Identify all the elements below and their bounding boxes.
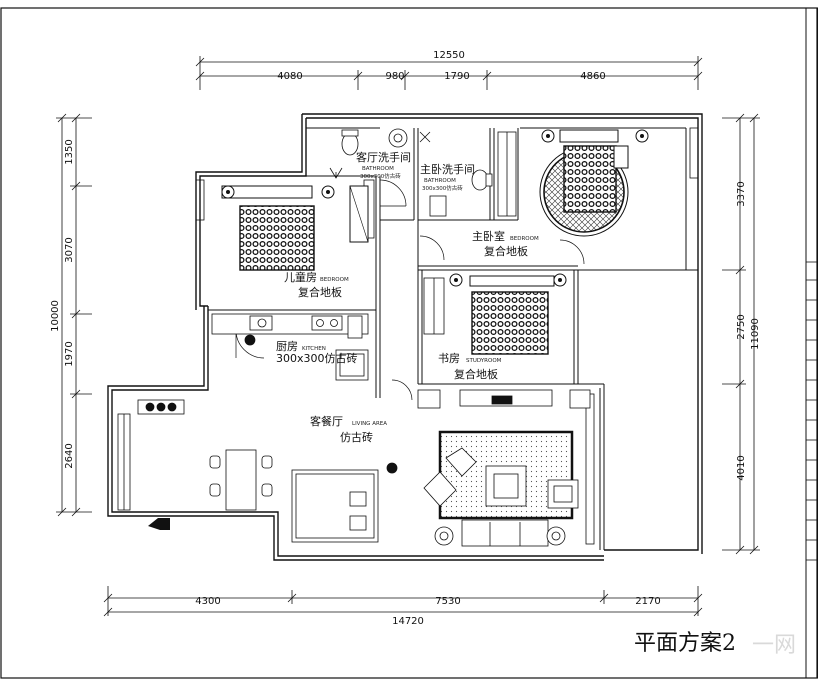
dim-top-1: 4080 bbox=[277, 71, 302, 82]
interior-walls bbox=[208, 127, 698, 550]
study-en: STUDYROOM bbox=[466, 358, 502, 364]
master-name: 主卧室 bbox=[472, 229, 505, 243]
guest-bath-name: 客厅洗手间 bbox=[356, 150, 411, 164]
right-dimensions bbox=[722, 113, 760, 555]
exterior-walls bbox=[107, 113, 703, 561]
dim-right-total: 11090 bbox=[750, 318, 761, 350]
child-name: 儿童房 bbox=[284, 270, 317, 284]
dim-left-4: 2640 bbox=[64, 443, 75, 468]
sheet-border bbox=[0, 7, 818, 679]
study-floor: 复合地板 bbox=[454, 367, 498, 381]
master-bath-name: 主卧洗手间 bbox=[420, 162, 475, 176]
dim-top-3: 1790 bbox=[444, 71, 469, 82]
dim-bottom-total: 14720 bbox=[392, 616, 424, 627]
title-block-edge bbox=[806, 261, 818, 561]
windows bbox=[117, 127, 699, 545]
kitchen-name: 厨房 bbox=[276, 340, 298, 353]
study-bed bbox=[449, 273, 567, 355]
guest-bath-floor: 300x300仿古砖 bbox=[360, 172, 401, 180]
dim-right-1: 3370 bbox=[736, 181, 747, 206]
dim-right-2: 2750 bbox=[736, 314, 747, 339]
master-bed bbox=[539, 129, 649, 237]
dim-top-total: 12550 bbox=[433, 50, 465, 61]
top-dimensions bbox=[195, 56, 703, 90]
dim-left-total: 10000 bbox=[50, 300, 61, 332]
entrance-arrow-icon bbox=[148, 518, 170, 530]
living-name: 客餐厅 bbox=[310, 414, 343, 428]
kitchen-fixtures bbox=[211, 313, 369, 381]
kitchen-en: KITCHEN bbox=[302, 346, 326, 352]
watermark: 一网 bbox=[752, 633, 796, 658]
child-en: BEDROOM bbox=[320, 277, 349, 283]
bath-fixtures bbox=[329, 128, 493, 217]
dim-bottom-1: 4300 bbox=[195, 596, 220, 607]
dim-left-3: 1970 bbox=[64, 341, 75, 366]
dim-left-2: 3070 bbox=[64, 237, 75, 262]
master-bath-floor: 300x300仿古砖 bbox=[422, 184, 463, 192]
dim-right-3: 4010 bbox=[736, 455, 747, 480]
master-floor: 复合地板 bbox=[484, 244, 528, 258]
living-floor: 仿古砖 bbox=[340, 430, 373, 444]
master-bath-en: BATHROOM bbox=[424, 178, 456, 184]
child-bed bbox=[221, 185, 369, 271]
living-furniture bbox=[137, 389, 591, 547]
dim-bottom-2: 7530 bbox=[435, 596, 460, 607]
dim-left-1: 1350 bbox=[64, 139, 75, 164]
dim-top-4: 4860 bbox=[580, 71, 605, 82]
guest-bath-en: BATHROOM bbox=[362, 166, 394, 172]
child-floor: 复合地板 bbox=[298, 285, 342, 299]
dim-top-2: 980 bbox=[385, 71, 404, 82]
dim-bottom-3: 2170 bbox=[635, 596, 660, 607]
left-dimensions bbox=[56, 113, 92, 517]
kitchen-floor: 300x300仿古砖 bbox=[276, 351, 358, 365]
plan-title: 平面方案2 bbox=[634, 631, 736, 656]
study-name: 书房 bbox=[438, 352, 460, 365]
doors bbox=[235, 179, 585, 401]
bottom-dimensions bbox=[103, 586, 703, 617]
living-en: LIVING AREA bbox=[352, 421, 387, 427]
master-en: BEDROOM bbox=[510, 236, 539, 242]
